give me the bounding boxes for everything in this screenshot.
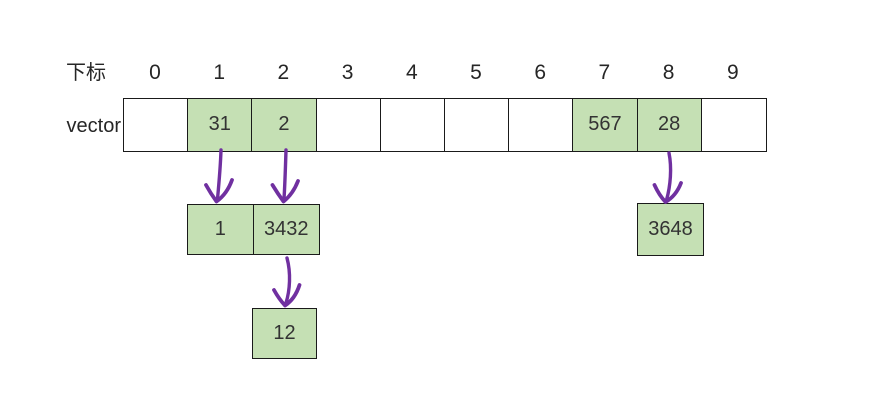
vector-cell-2: 2	[252, 99, 317, 151]
index-label-0: 0	[149, 61, 161, 84]
index-label-5: 5	[470, 61, 482, 84]
arrow-3432-to-12-icon	[272, 256, 302, 308]
index-row-label: 下标	[66, 62, 106, 84]
arrow-cell8-to-3648-icon	[652, 151, 683, 204]
index-label-3: 3	[341, 61, 354, 84]
child-node-pair-right: 3432	[264, 218, 309, 240]
arrow-cell1-to-pair-icon	[204, 148, 234, 204]
index-label-6: 6	[534, 61, 547, 84]
index-label-4: 4	[405, 61, 418, 84]
vector-array-row: 31 2 567 28	[123, 98, 767, 152]
vector-row-label: vector	[66, 115, 121, 137]
vector-cell-9	[701, 99, 766, 151]
child-node-3648: 3648	[637, 203, 704, 256]
child-node-3648-value: 3648	[648, 218, 693, 240]
vector-cell-5	[444, 99, 510, 151]
index-label-1: 1	[213, 61, 226, 84]
child-node-12-value: 12	[273, 322, 296, 344]
vector-cell-3	[316, 99, 381, 151]
child-node-pair-left: 1	[188, 205, 254, 254]
vector-cell-7: 567	[573, 99, 638, 151]
child-node-pair: 1 3432	[187, 204, 320, 255]
index-label-7: 7	[598, 61, 611, 84]
index-label-2: 2	[277, 61, 290, 84]
vector-cell-1: 31	[188, 99, 253, 151]
child-node-12: 12	[252, 308, 317, 359]
index-label-8: 8	[662, 61, 675, 84]
vector-cell-0	[124, 99, 189, 151]
vector-cell-8: 28	[637, 99, 702, 151]
index-label-9: 9	[726, 61, 739, 84]
vector-cell-6	[509, 99, 574, 151]
vector-cell-4	[380, 99, 445, 151]
arrow-cell2-to-pair-icon	[270, 148, 300, 204]
